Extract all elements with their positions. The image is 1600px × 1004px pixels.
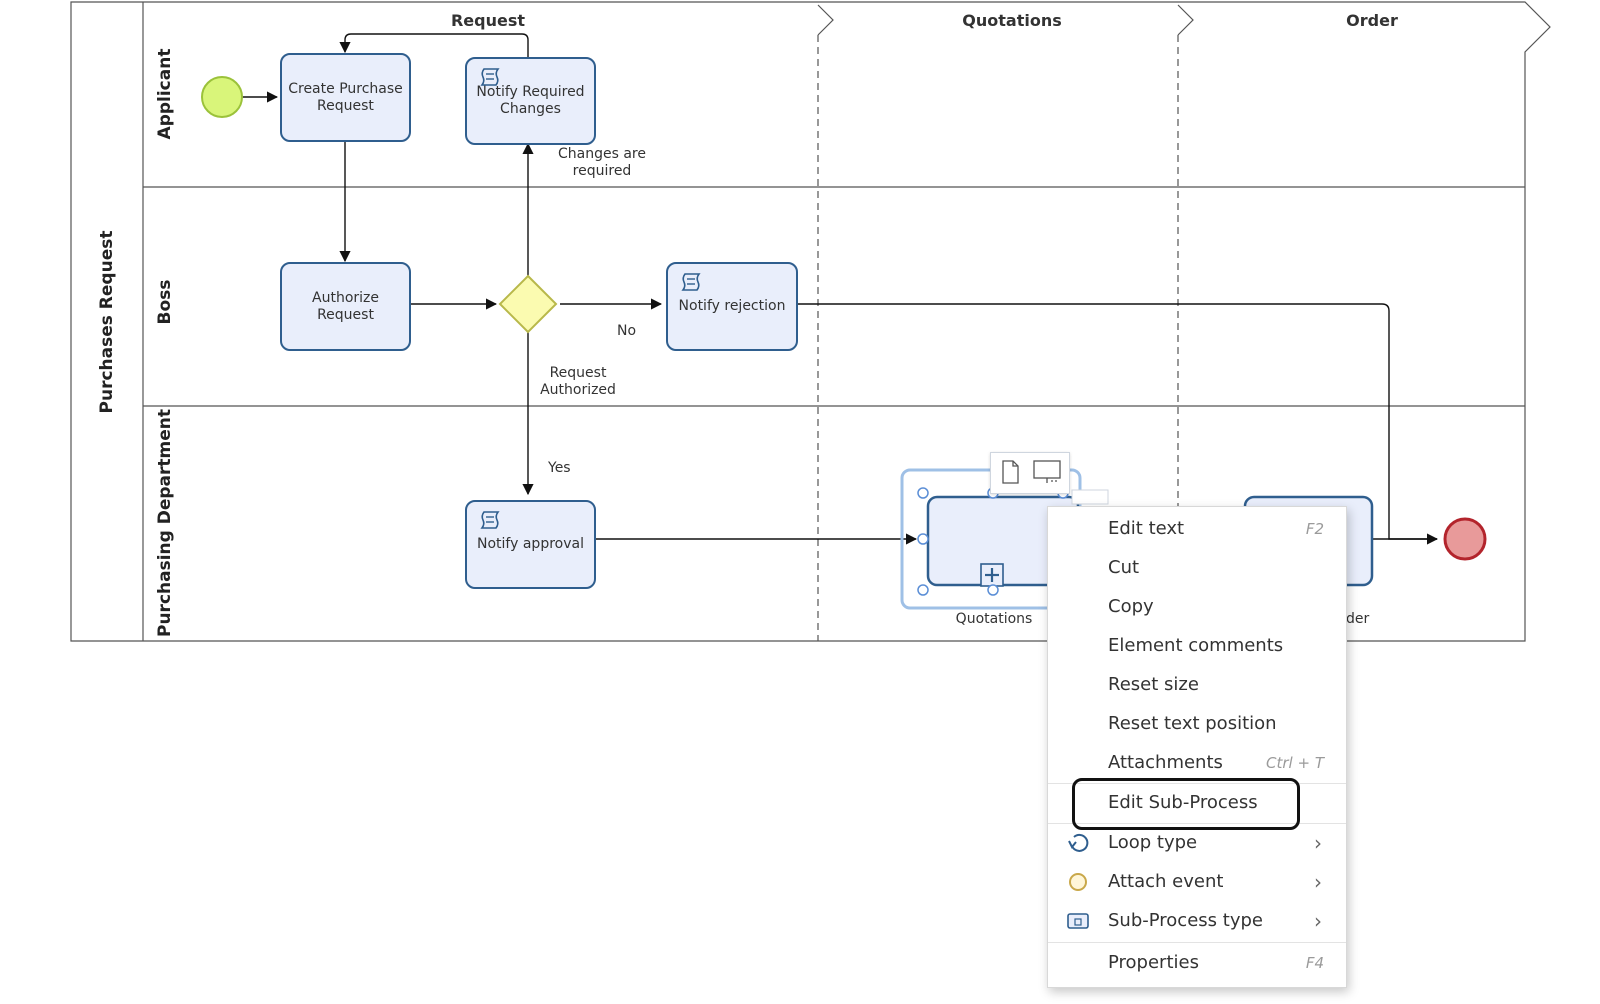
menu-item-label: Properties [1108, 952, 1199, 973]
script-task-icon [480, 68, 500, 86]
flow-label-no: No [617, 323, 637, 339]
quotations-subprocess-label: Quotations [955, 611, 1033, 627]
task-label: Create Purchase Request [288, 80, 403, 114]
menu-item-label: Attach event [1108, 871, 1224, 892]
menu-item-label: Reset text position [1108, 713, 1277, 734]
menu-item-label: Cut [1108, 557, 1140, 578]
menu-item-label: Sub-Process type [1108, 910, 1263, 931]
flow-notify-required-to-create [339, 33, 529, 57]
phase-label-order: Order [1346, 11, 1398, 30]
menu-item-properties[interactable]: Properties F4 [1048, 944, 1346, 982]
menu-item-edit-text[interactable]: Edit text F2 [1048, 510, 1346, 548]
flow-rejection-to-end [791, 303, 1439, 545]
menu-item-label: Copy [1108, 596, 1154, 617]
flow-label-changes-required: Changes are required [558, 146, 646, 179]
exclusive-gateway[interactable] [498, 274, 558, 334]
chevron-right-icon: › [1314, 870, 1322, 894]
task-label: Notify Required Changes [476, 84, 585, 117]
menu-item-attach-event[interactable]: Attach event › [1048, 863, 1346, 901]
menu-item-label: Reset size [1108, 674, 1199, 695]
menu-item-label: Loop type [1108, 832, 1198, 853]
pool-outline [70, 1, 1551, 642]
menu-item-sub-process-type[interactable]: Sub-Process type › [1048, 902, 1346, 940]
lane-label-applicant: Applicant [155, 48, 175, 140]
task-label: Notify approval [477, 536, 584, 552]
task-notify-rejection[interactable]: Notify rejection [666, 262, 798, 351]
flow-label-request-authorized: Request Authorized [540, 365, 616, 398]
selection-frame [900, 468, 1109, 610]
task-notify-required-changes[interactable]: Notify Required Changes [465, 57, 596, 145]
task-label: Authorize Request [312, 289, 379, 323]
end-event[interactable] [1443, 517, 1487, 561]
pool-label: Purchases Request [97, 230, 117, 414]
flow-label-yes: Yes [548, 460, 571, 476]
task-authorize-request[interactable]: Authorize Request [280, 262, 411, 351]
phase-label-quotations: Quotations [962, 11, 1062, 30]
order-subprocess-label: der [1346, 611, 1370, 627]
task-notify-approval[interactable]: Notify approval [465, 500, 596, 589]
task-label: Notify rejection [678, 298, 786, 314]
menu-item-loop-type[interactable]: Loop type › [1048, 824, 1346, 862]
menu-item-cut[interactable]: Cut [1048, 549, 1346, 587]
subprocess-type-icon [1067, 913, 1089, 929]
task-create-purchase-request[interactable]: Create Purchase Request [280, 53, 411, 142]
menu-separator [1048, 823, 1346, 824]
phase-label-request: Request [450, 11, 526, 30]
start-event[interactable] [201, 76, 243, 118]
menu-item-element-comments[interactable]: Element comments [1048, 627, 1346, 665]
event-circle-icon [1069, 873, 1087, 891]
menu-item-edit-sub-process[interactable]: Edit Sub-Process [1048, 784, 1346, 822]
menu-item-label: Attachments [1108, 752, 1223, 773]
lane-label-boss: Boss [155, 279, 175, 325]
menu-item-attachments[interactable]: Attachments Ctrl + T [1048, 744, 1346, 782]
menu-item-reset-text-position[interactable]: Reset text position [1048, 705, 1346, 743]
script-task-icon [681, 273, 701, 291]
script-task-icon [480, 511, 500, 529]
menu-item-shortcut: F2 [1305, 520, 1324, 538]
element-mini-toolbar [990, 452, 1070, 494]
chevron-right-icon: › [1314, 909, 1322, 933]
menu-item-reset-size[interactable]: Reset size [1048, 666, 1346, 704]
menu-item-label: Element comments [1108, 635, 1284, 656]
menu-item-shortcut: F4 [1305, 954, 1324, 972]
menu-item-label: Edit Sub-Process [1108, 792, 1258, 813]
document-icon[interactable] [995, 457, 1025, 487]
context-menu: Edit text F2 Cut Copy Element comments R… [1047, 506, 1347, 988]
sequence-flows [242, 33, 1439, 545]
menu-separator [1048, 942, 1346, 943]
menu-item-copy[interactable]: Copy [1048, 588, 1346, 626]
chevron-right-icon: › [1314, 831, 1322, 855]
menu-separator [1048, 783, 1346, 784]
menu-item-shortcut: Ctrl + T [1266, 754, 1324, 772]
menu-item-label: Edit text [1108, 518, 1185, 539]
lane-label-purchasing: Purchasing Department [155, 409, 175, 637]
highlight-ring [1072, 778, 1300, 830]
presentation-icon[interactable] [1031, 457, 1061, 487]
loop-icon [1068, 833, 1089, 852]
